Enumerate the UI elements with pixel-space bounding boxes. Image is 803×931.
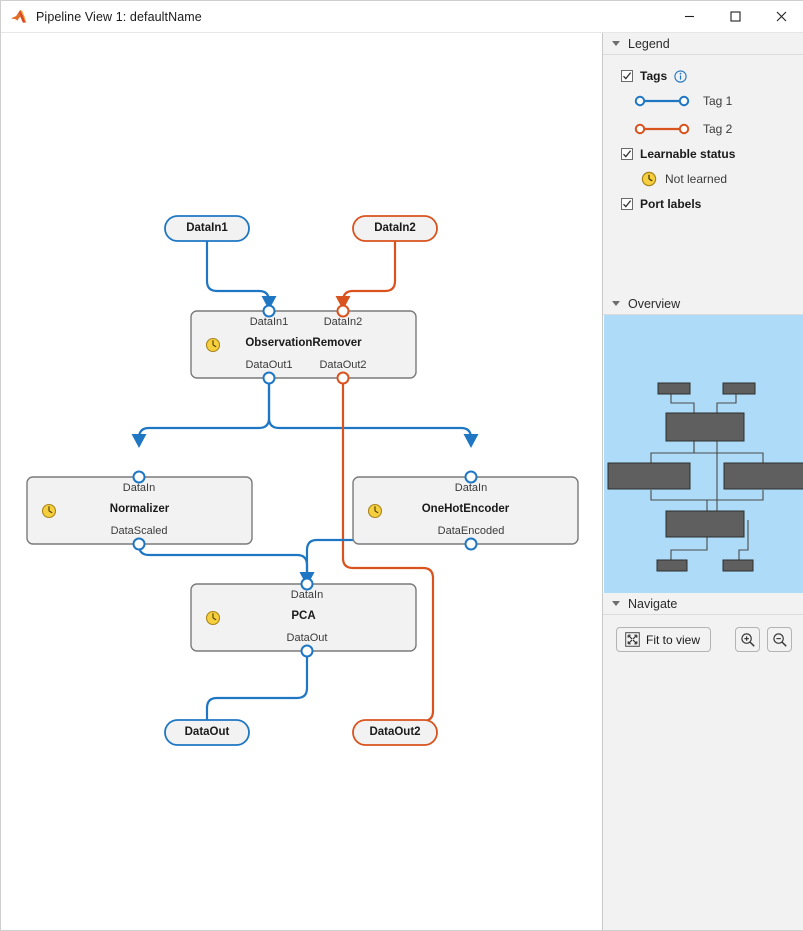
node-DataOut2 xyxy=(352,719,438,746)
zoom-out-button[interactable] xyxy=(767,627,792,652)
node-title-PCA[interactable]: PCA xyxy=(291,610,316,622)
legend-tag-item-1: Tag 1 xyxy=(603,87,803,115)
tag2-label: Tag 2 xyxy=(703,122,733,136)
clock-icon xyxy=(641,171,657,187)
port-labels-checkbox[interactable] xyxy=(621,198,633,210)
port-labels-label: Port labels xyxy=(640,197,702,211)
overview-graph xyxy=(607,382,803,572)
tags-checkbox[interactable] xyxy=(621,70,633,82)
clock-icon xyxy=(205,610,221,626)
pipeline-graph xyxy=(26,215,579,746)
port-label-out-PCA-DataOut: DataOut xyxy=(286,632,328,644)
learnable-status-checkbox[interactable] xyxy=(621,148,633,160)
tag1-swatch xyxy=(633,94,691,108)
chevron-down-icon[interactable] xyxy=(612,301,620,306)
port-label-in-PCA-DataIn: DataIn xyxy=(290,589,324,601)
node-label-DataOut[interactable]: DataOut xyxy=(184,726,230,738)
node-title-Normalizer[interactable]: Normalizer xyxy=(109,503,170,515)
legend-not-learned-item: Not learned xyxy=(603,165,803,193)
fit-to-view-button[interactable]: Fit to view xyxy=(616,627,712,652)
port-label-out-DataOut1: DataOut1 xyxy=(245,359,293,371)
chevron-down-icon[interactable] xyxy=(612,601,620,606)
fit-to-view-label: Fit to view xyxy=(646,632,701,647)
not-learned-label: Not learned xyxy=(665,172,728,186)
port-label-out-DataEncoded: DataEncoded xyxy=(437,525,505,537)
zoom-buttons xyxy=(728,627,792,652)
window-controls xyxy=(666,1,803,32)
navigate-section-title: Navigate xyxy=(628,596,678,611)
minimize-button[interactable] xyxy=(666,1,712,32)
port-label-in-OneHotEncoder-DataIn: DataIn xyxy=(454,482,488,494)
zoom-in-icon xyxy=(740,632,755,647)
overview-thumbnail[interactable] xyxy=(603,315,803,593)
overview-section-header[interactable]: Overview xyxy=(603,293,803,315)
port-label-out-DataOut2: DataOut2 xyxy=(319,359,367,371)
tags-label: Tags xyxy=(640,69,668,83)
tag1-label: Tag 1 xyxy=(703,94,733,108)
node-ObservationRemover xyxy=(190,304,417,385)
node-DataOut xyxy=(164,719,250,746)
overview-section-title: Overview xyxy=(628,296,681,311)
legend-tag-item-2: Tag 2 xyxy=(603,115,803,143)
node-DataIn1 xyxy=(164,215,250,242)
fit-to-view-icon xyxy=(625,632,640,647)
legend-section-title: Legend xyxy=(628,36,670,51)
pipeline-canvas[interactable]: DataIn1 DataIn2 DataIn1 DataIn2 Observat… xyxy=(2,33,601,930)
node-label-DataIn1[interactable]: DataIn1 xyxy=(186,222,228,234)
node-Normalizer xyxy=(26,470,253,551)
node-title-OneHotEncoder[interactable]: OneHotEncoder xyxy=(421,503,510,515)
port-label-out-DataScaled: DataScaled xyxy=(110,525,168,537)
matlab-icon xyxy=(10,8,28,26)
node-title-ObservationRemover[interactable]: ObservationRemover xyxy=(245,337,362,349)
tag2-swatch xyxy=(633,122,691,136)
legend-tags-row[interactable]: Tags xyxy=(603,65,803,87)
port-label-in-DataIn2: DataIn2 xyxy=(323,316,363,328)
maximize-button[interactable] xyxy=(712,1,758,32)
node-DataIn2 xyxy=(352,215,438,242)
navigate-section-header[interactable]: Navigate xyxy=(603,593,803,615)
info-circle-icon[interactable] xyxy=(674,69,687,83)
clock-icon xyxy=(367,503,383,519)
chevron-down-icon[interactable] xyxy=(612,41,620,46)
zoom-in-button[interactable] xyxy=(735,627,760,652)
port-label-in-Normalizer-DataIn: DataIn xyxy=(122,482,156,494)
port-label-in-DataIn1: DataIn1 xyxy=(249,316,289,328)
clock-icon xyxy=(205,337,221,353)
clock-icon xyxy=(41,503,57,519)
node-label-DataIn2[interactable]: DataIn2 xyxy=(374,222,416,234)
zoom-out-icon xyxy=(772,632,787,647)
legend-section-header[interactable]: Legend xyxy=(603,33,803,55)
navigate-body: Fit to view xyxy=(603,615,803,652)
close-button[interactable] xyxy=(758,1,803,32)
learnable-status-label: Learnable status xyxy=(640,147,736,161)
legend-port-labels-row[interactable]: Port labels xyxy=(603,193,803,215)
window-title: Pipeline View 1: defaultName xyxy=(36,9,202,24)
node-PCA xyxy=(190,577,417,658)
legend-body: Tags Tag 1 xyxy=(603,55,803,293)
node-label-DataOut2[interactable]: DataOut2 xyxy=(369,726,421,738)
overview-viewport-region[interactable] xyxy=(604,315,803,593)
title-bar: Pipeline View 1: defaultName xyxy=(1,1,803,33)
legend-learnable-row[interactable]: Learnable status xyxy=(603,143,803,165)
side-panel: Legend Tags xyxy=(602,33,803,930)
node-OneHotEncoder xyxy=(352,470,579,551)
